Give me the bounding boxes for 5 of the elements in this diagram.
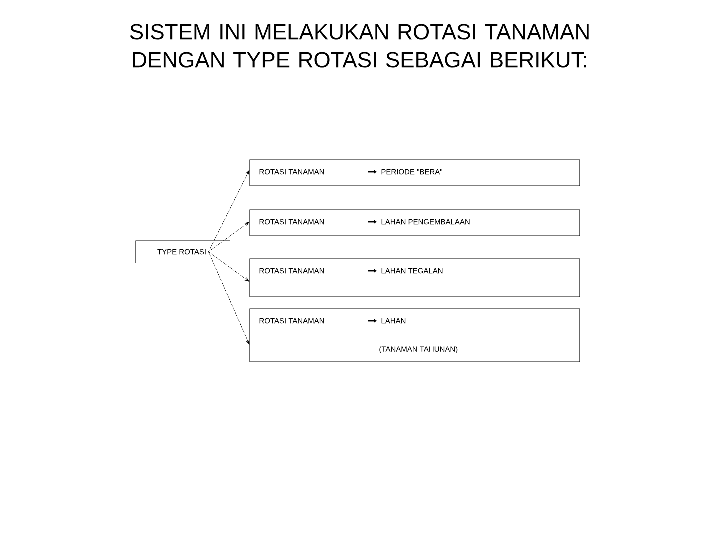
- arrow: [208, 170, 250, 252]
- arrow: [208, 222, 250, 252]
- arrow: [208, 252, 250, 345]
- title: SISTEM INI MELAKUKAN ROTASI TANAMAN DENGAN TYPE ROTASI SEBAGAI BERIKUT:: [130, 24, 589, 68]
- arrow: [208, 252, 250, 282]
